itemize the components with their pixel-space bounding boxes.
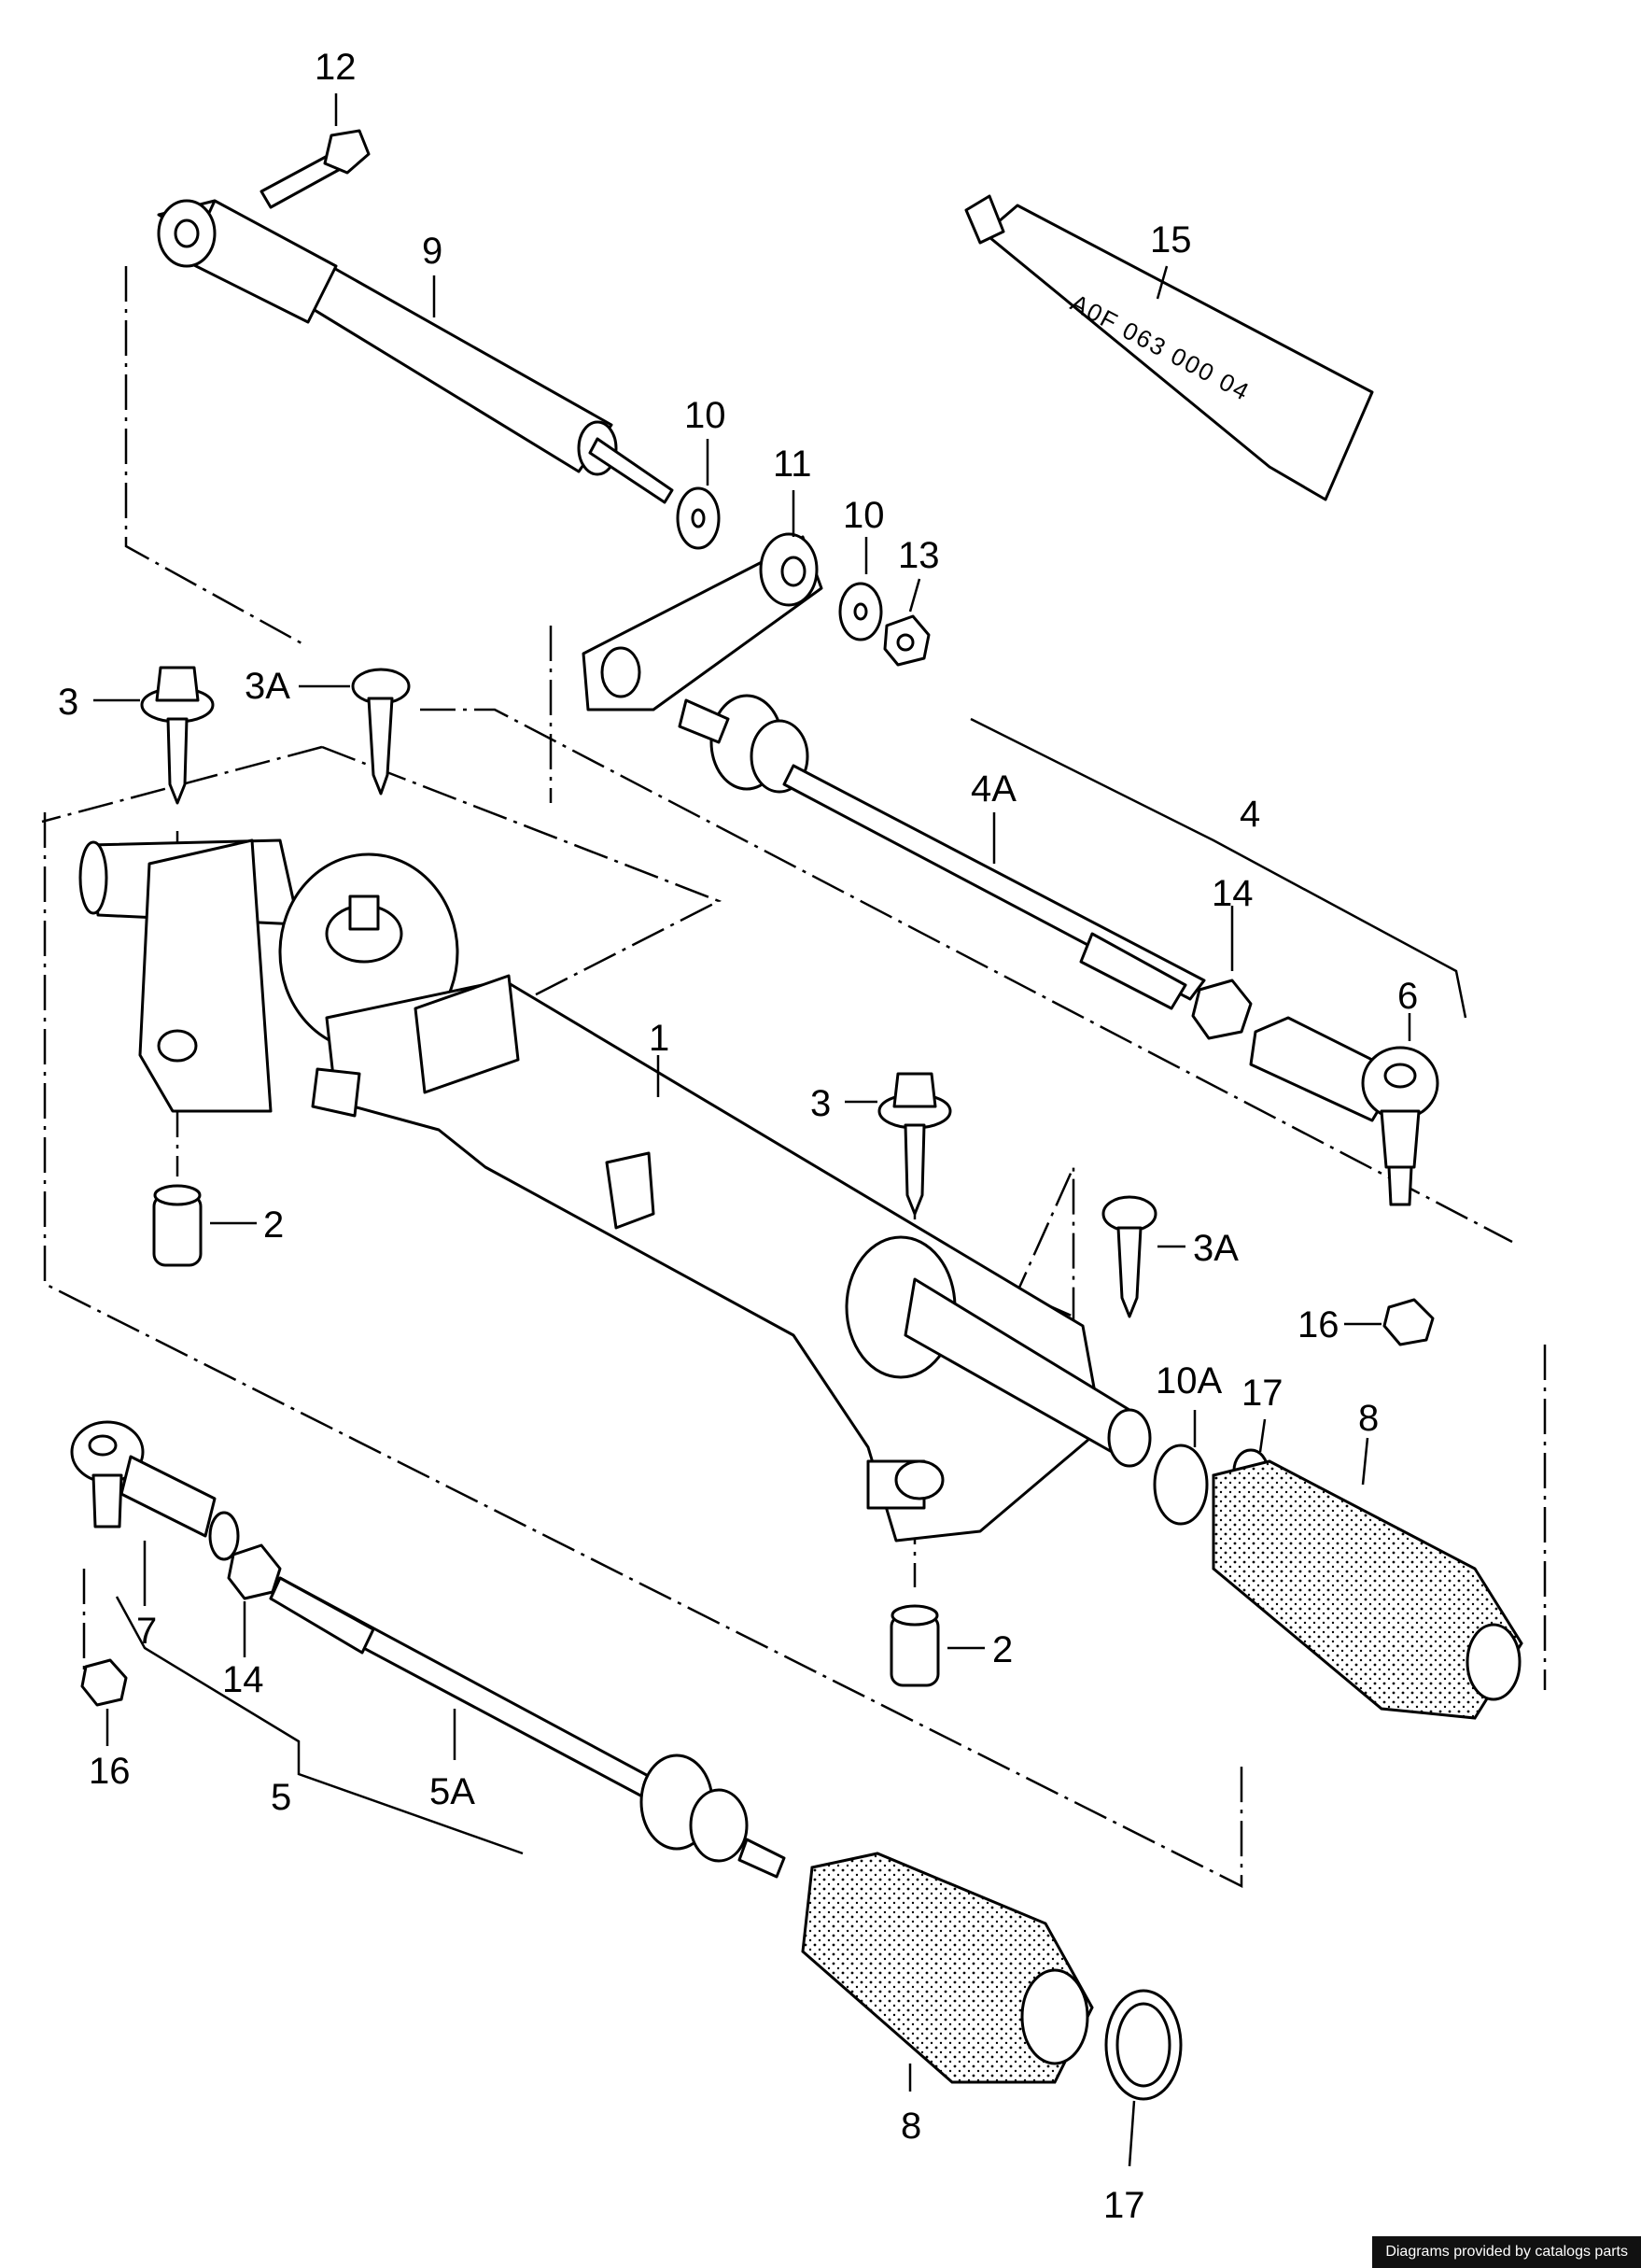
callout-3-upper: 3 bbox=[58, 682, 78, 723]
callout-2-lower: 2 bbox=[992, 1629, 1013, 1670]
callout-14-upper: 14 bbox=[1212, 873, 1254, 914]
callout-10A: 10A bbox=[1156, 1360, 1222, 1402]
part-3-screw-upper bbox=[140, 666, 215, 805]
part-4A-inner-tie-rod bbox=[678, 694, 1206, 1010]
part-9-steering-damper bbox=[157, 199, 674, 504]
part-12-bolt bbox=[259, 129, 371, 209]
callout-13: 13 bbox=[898, 535, 940, 576]
part-14-jam-nut-lower bbox=[227, 1543, 282, 1600]
callout-11: 11 bbox=[773, 444, 812, 485]
part-14-jam-nut-upper bbox=[1191, 979, 1253, 1040]
callout-9: 9 bbox=[422, 231, 442, 272]
callout-7: 7 bbox=[136, 1611, 157, 1652]
callout-16-right: 16 bbox=[1297, 1304, 1339, 1345]
part-3A-screw-middle bbox=[1101, 1195, 1157, 1318]
part-2-bushing-upper bbox=[152, 1184, 203, 1267]
part-2-bushing-lower bbox=[890, 1604, 940, 1687]
callout-12: 12 bbox=[315, 47, 357, 88]
part-17-clamp-lower bbox=[1104, 1989, 1183, 2101]
leader-lines bbox=[93, 93, 1467, 2167]
callout-1: 1 bbox=[649, 1018, 669, 1059]
callout-4: 4 bbox=[1240, 794, 1260, 835]
part-6-outer-tie-rod-end bbox=[1249, 1016, 1439, 1206]
callout-10-upper: 10 bbox=[684, 395, 726, 436]
part-10A-spacer bbox=[1153, 1444, 1209, 1526]
callout-3A-middle: 3A bbox=[1193, 1228, 1239, 1269]
callout-17-upper: 17 bbox=[1241, 1373, 1283, 1414]
part-8-boot-right bbox=[1212, 1459, 1523, 1720]
part-16-nut-right bbox=[1382, 1298, 1435, 1346]
part-3A-screw-upper bbox=[351, 668, 411, 796]
callout-2-upper: 2 bbox=[263, 1204, 284, 1246]
callout-3-middle: 3 bbox=[810, 1083, 831, 1124]
callout-4A: 4A bbox=[971, 768, 1017, 810]
callout-17-lower: 17 bbox=[1103, 2185, 1145, 2226]
part-1-steering-gear bbox=[78, 838, 1152, 1543]
part-3-screw-middle bbox=[877, 1072, 952, 1216]
part-10-washer-lower bbox=[838, 582, 883, 641]
callout-5A: 5A bbox=[429, 1771, 475, 1812]
callout-14-lower: 14 bbox=[222, 1659, 264, 1700]
part-5A-inner-tie-rod bbox=[269, 1576, 786, 1879]
part-10-washer-upper bbox=[676, 486, 721, 550]
callout-6: 6 bbox=[1397, 976, 1418, 1017]
callout-16-left: 16 bbox=[89, 1751, 131, 1792]
part-7-outer-tie-rod-end bbox=[70, 1420, 240, 1561]
callout-3A-upper: 3A bbox=[245, 666, 290, 707]
part-16-nut-left bbox=[80, 1658, 128, 1707]
callout-8-lower: 8 bbox=[901, 2106, 921, 2147]
callout-10-lower: 10 bbox=[843, 495, 885, 536]
callout-8-right: 8 bbox=[1358, 1398, 1379, 1439]
part-13-nut bbox=[883, 614, 931, 667]
part-11-bracket bbox=[582, 532, 823, 711]
credit-banner: Diagrams provided by catalogs parts bbox=[1372, 2236, 1641, 2268]
callout-15: 15 bbox=[1150, 219, 1192, 261]
callout-5: 5 bbox=[271, 1777, 291, 1818]
part-8-boot-lower bbox=[801, 1852, 1094, 2084]
callouts: 12 9 15 10 11 10 13 3 3A 4A 4 14 6 1 2 3… bbox=[58, 47, 1418, 2226]
